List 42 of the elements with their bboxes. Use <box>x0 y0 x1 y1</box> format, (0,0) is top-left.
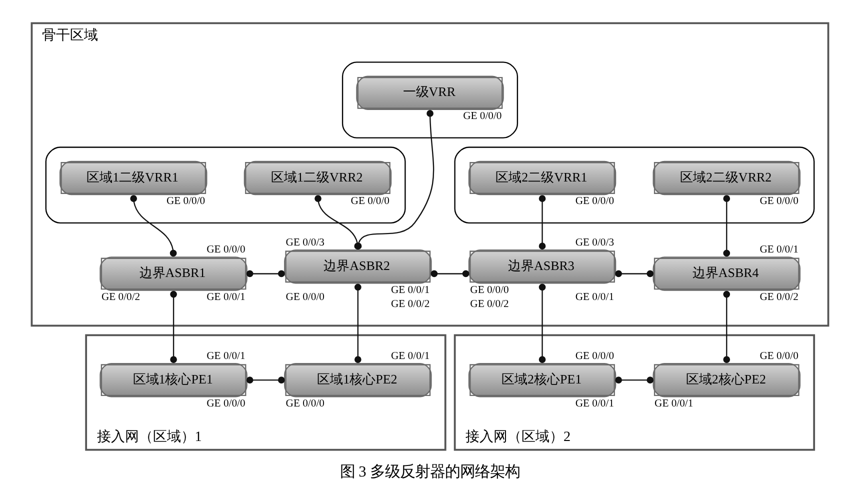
node-label: GE 0/0/1 <box>654 398 693 409</box>
node-label: GE 0/0/0 <box>574 196 614 207</box>
connector <box>354 283 361 362</box>
connector <box>430 270 469 277</box>
node-label: GE 0/0/0 <box>574 350 614 362</box>
connector <box>170 290 176 362</box>
node-label: GE 0/0/2 <box>390 298 430 310</box>
node-label: GE 0/0/3 <box>285 237 324 248</box>
node-label: GE 0/0/0 <box>462 110 502 122</box>
node-label: GE 0/0/1 <box>206 350 245 362</box>
connector <box>722 194 730 256</box>
node-label: GE 0/0/0 <box>206 398 245 409</box>
connector <box>614 376 654 384</box>
node-label: GE 0/0/0 <box>759 350 798 362</box>
node-label: GE 0/0/3 <box>574 237 614 248</box>
node-label: GE 0/0/0 <box>350 196 389 207</box>
connector <box>246 376 284 384</box>
node-label: GE 0/0/0 <box>206 244 245 256</box>
node-label: GE 0/0/0 <box>285 291 324 302</box>
node-label: GE 0/0/1 <box>206 291 245 302</box>
node-label: GE 0/0/2 <box>470 298 508 310</box>
connector <box>614 270 654 277</box>
connector <box>538 283 546 362</box>
node-label: GE 0/0/1 <box>390 284 430 296</box>
node-label: GE 0/0/1 <box>759 244 798 256</box>
node-label: GE 0/0/0 <box>759 196 798 207</box>
node-label: GE 0/0/2 <box>759 291 798 302</box>
node-label: GE 0/0/0 <box>166 196 205 207</box>
connector <box>130 194 176 256</box>
cluster <box>454 146 814 223</box>
connector <box>722 290 730 362</box>
node-label: GE 0/0/2 <box>100 291 140 302</box>
node-label: GE 0/0/1 <box>574 398 614 409</box>
cluster <box>44 146 406 223</box>
cluster <box>341 61 518 138</box>
connector <box>246 270 284 277</box>
connector <box>538 194 546 249</box>
node-label: GE 0/0/0 <box>470 284 508 296</box>
node-label: GE 0/0/1 <box>574 291 614 302</box>
node-label: GE 0/0/0 <box>285 398 324 409</box>
node-label: GE 0/0/1 <box>390 350 430 362</box>
caption: 图 3 多级反射器的网络架构 <box>339 462 520 480</box>
